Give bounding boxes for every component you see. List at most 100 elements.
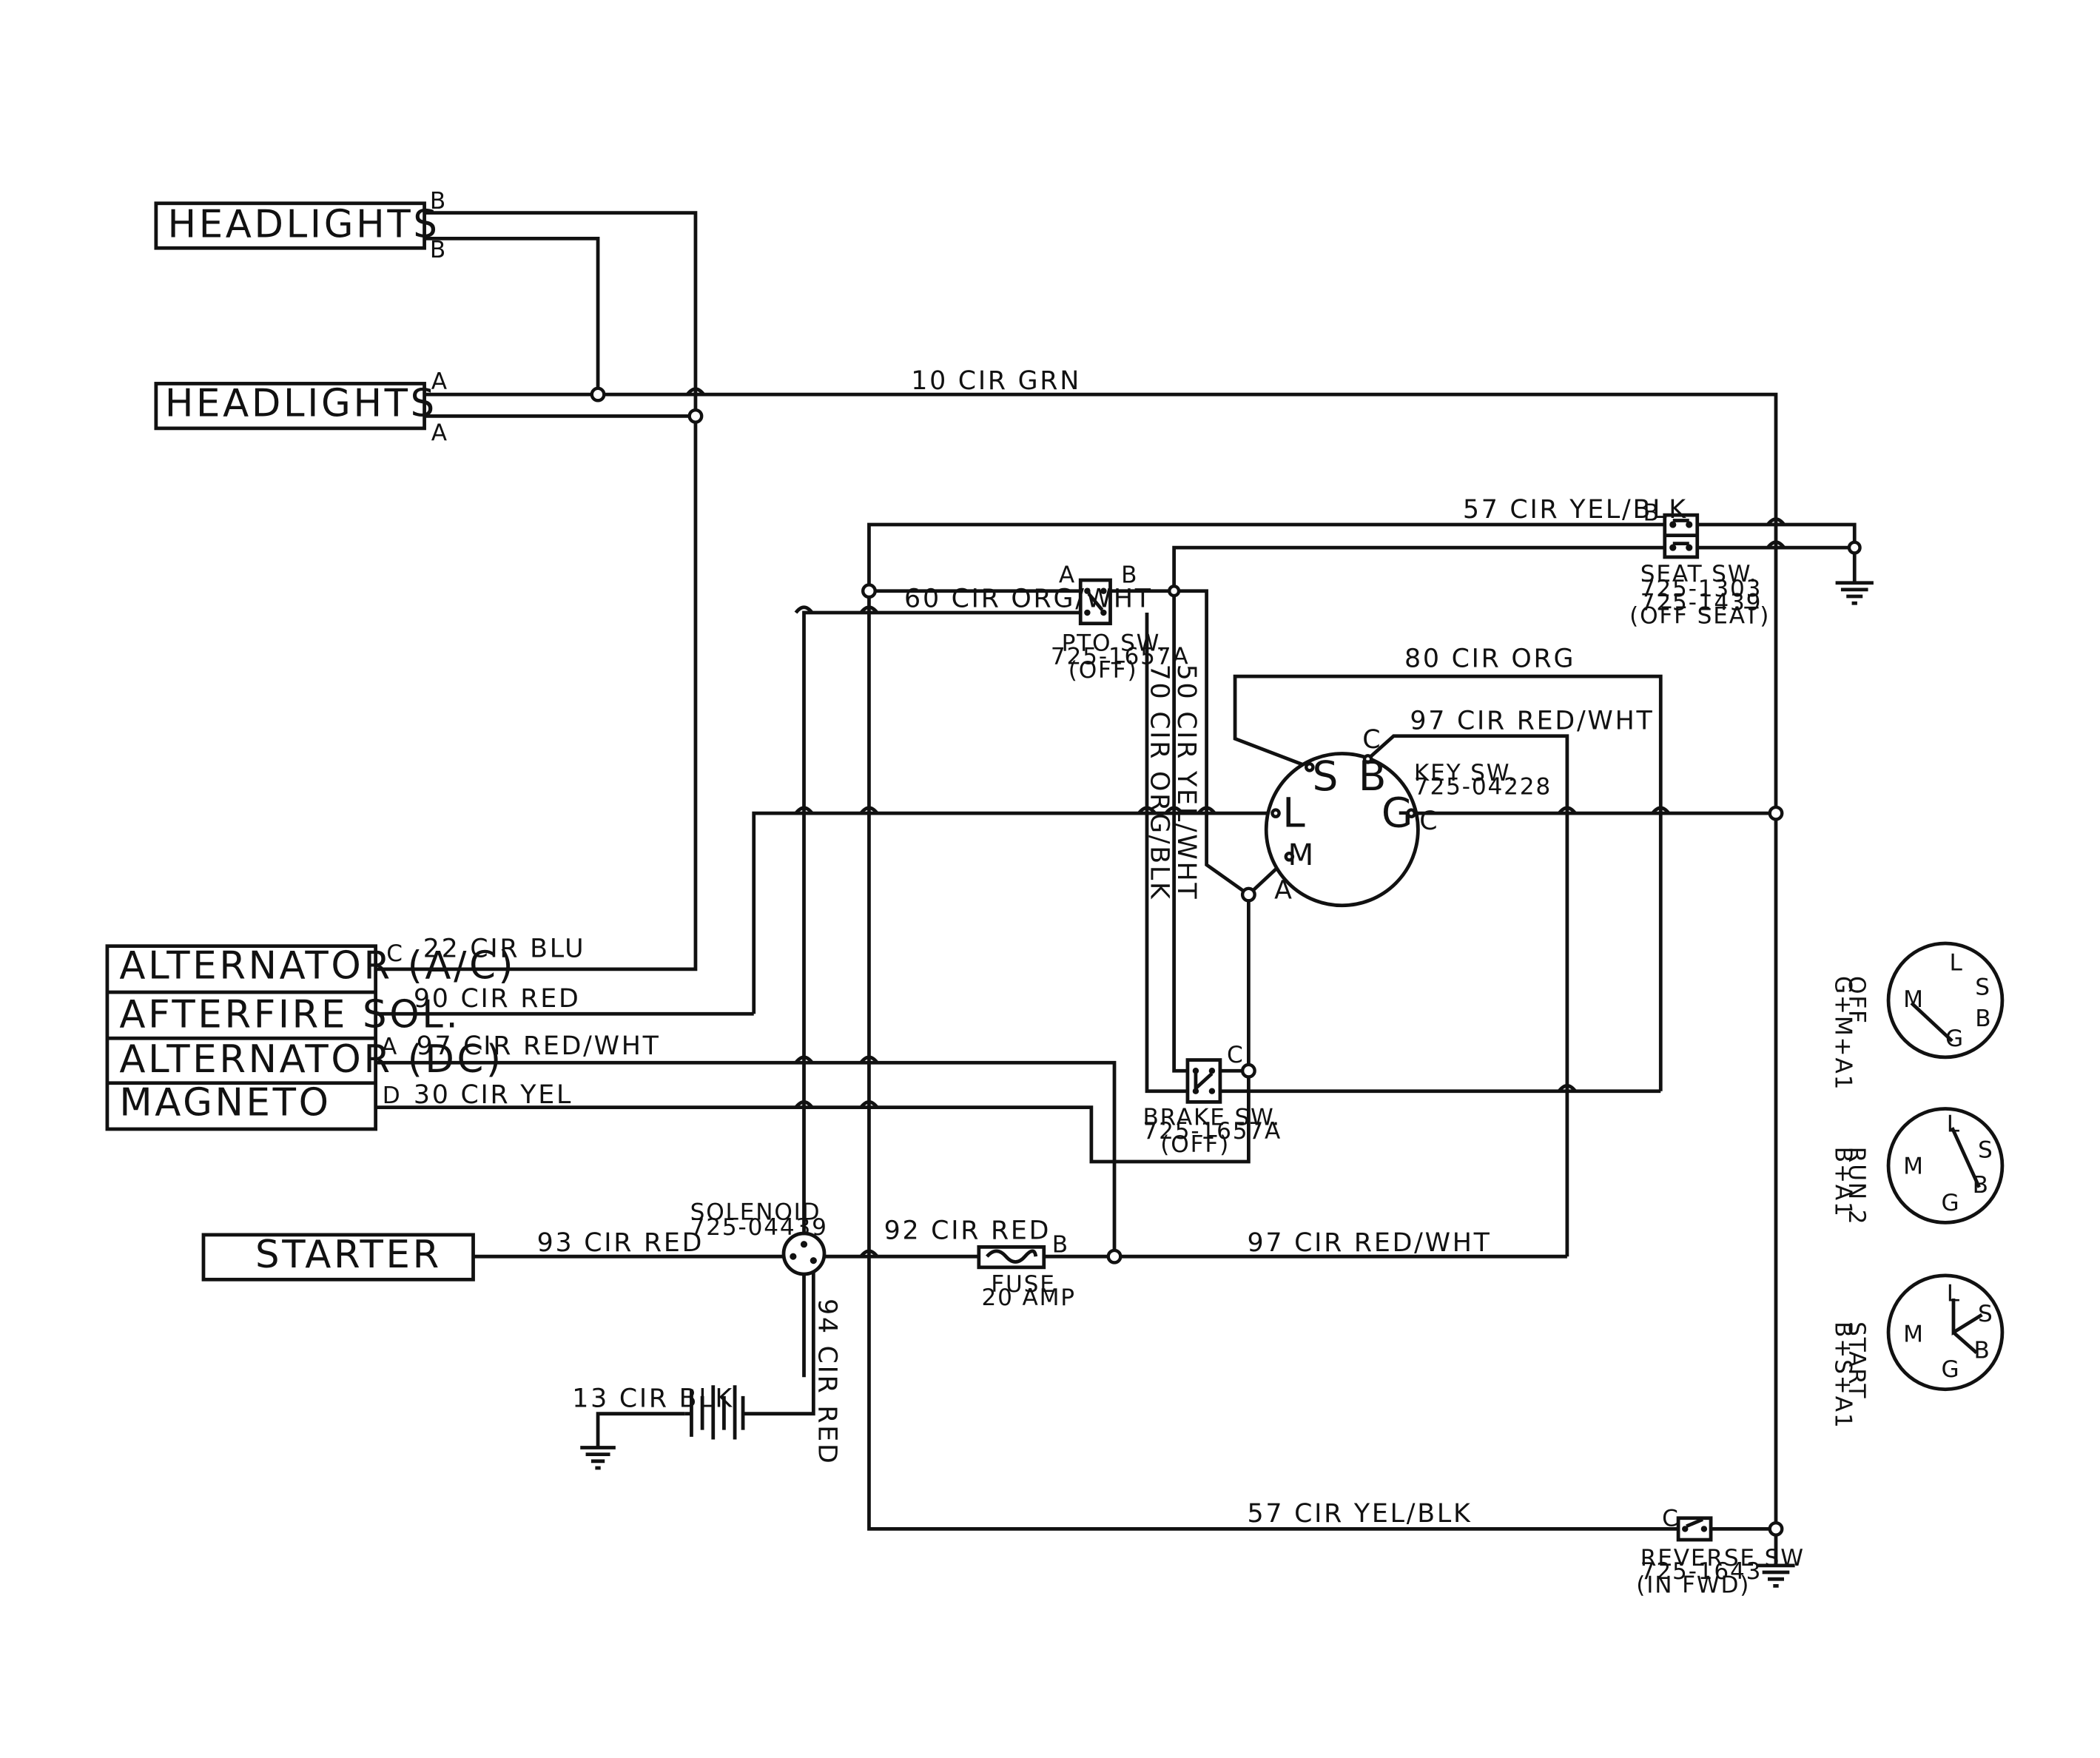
svg-text:57 CIR YEL/BLK: 57 CIR YEL/BLK xyxy=(1248,1499,1473,1529)
svg-text:B: B xyxy=(430,237,447,263)
svg-text:FUSE: FUSE xyxy=(991,1271,1055,1298)
fuse xyxy=(977,1245,1046,1270)
svg-text:725-1439: 725-1439 xyxy=(1640,589,1763,616)
svg-text:L: L xyxy=(1947,1111,1961,1138)
junction-nodes xyxy=(590,386,1862,1537)
svg-text:G: G xyxy=(1941,1190,1960,1216)
svg-text:A: A xyxy=(431,420,448,446)
ground-symbol-seat xyxy=(1835,581,1874,605)
svg-text:93 CIR RED: 93 CIR RED xyxy=(537,1228,704,1258)
starter-box: STARTER xyxy=(201,1233,475,1282)
headlights-box-1: HEADLIGHTS xyxy=(154,201,437,250)
svg-text:725-1643: 725-1643 xyxy=(1640,1558,1763,1585)
svg-text:S: S xyxy=(1978,1301,1994,1327)
svg-text:(OFF SEAT): (OFF SEAT) xyxy=(1629,603,1770,630)
ground-symbol-reverse xyxy=(1757,1563,1795,1588)
svg-text:A: A xyxy=(1274,876,1294,906)
svg-text:B+S+A1: B+S+A1 xyxy=(1830,1321,1857,1429)
svg-text:B: B xyxy=(430,188,447,215)
svg-text:92 CIR RED: 92 CIR RED xyxy=(884,1216,1051,1245)
key-position-start: START B+S+A1 M G L S B xyxy=(1830,1273,2005,1429)
svg-text:L: L xyxy=(1947,1281,1961,1307)
svg-text:A: A xyxy=(431,368,448,395)
terminal-letters: B B A A B A B C C A D B C xyxy=(381,188,1680,1532)
svg-text:S: S xyxy=(1975,974,1991,1001)
svg-text:C: C xyxy=(386,940,404,967)
svg-text:OFF: OFF xyxy=(1843,976,1870,1025)
solenoid xyxy=(781,1231,827,1276)
svg-text:M: M xyxy=(1288,838,1314,872)
svg-text:STARTER: STARTER xyxy=(255,1233,442,1277)
battery xyxy=(684,1385,745,1440)
seat-switch xyxy=(1663,513,1700,559)
headlights-box-2: HEADLIGHTS xyxy=(154,381,434,431)
svg-text:30 CIR YEL: 30 CIR YEL xyxy=(414,1080,573,1110)
svg-text:RUN 2: RUN 2 xyxy=(1843,1147,1870,1226)
key-position-off: OFF G+M+A1 M G L S B xyxy=(1830,941,2005,1091)
svg-text:S: S xyxy=(1978,1136,1994,1163)
crossovers xyxy=(686,387,1786,1258)
svg-text:BRAKE SW.: BRAKE SW. xyxy=(1142,1104,1280,1131)
svg-text:G: G xyxy=(1382,789,1413,836)
svg-text:SOLENOID: SOLENOID xyxy=(690,1199,821,1226)
svg-text:M: M xyxy=(1903,1321,1925,1348)
svg-text:REVERSE SW: REVERSE SW xyxy=(1640,1545,1805,1572)
svg-text:13 CIR BLK: 13 CIR BLK xyxy=(572,1384,734,1414)
svg-text:A: A xyxy=(1059,562,1076,589)
svg-text:B: B xyxy=(1643,499,1660,526)
svg-text:94 CIR RED: 94 CIR RED xyxy=(812,1299,842,1466)
svg-text:50 CIR YEL/WHT: 50 CIR YEL/WHT xyxy=(1171,664,1201,901)
svg-text:B: B xyxy=(1052,1232,1069,1259)
wires xyxy=(374,211,1857,1566)
svg-text:(IN FWD): (IN FWD) xyxy=(1636,1572,1750,1599)
svg-text:97 CIR RED/WHT: 97 CIR RED/WHT xyxy=(1410,707,1654,736)
svg-text:57 CIR YEL/BLK: 57 CIR YEL/BLK xyxy=(1463,495,1688,525)
svg-text:PTO SW.: PTO SW. xyxy=(1062,630,1167,656)
svg-text:B: B xyxy=(1973,1172,1990,1199)
svg-text:90 CIR RED: 90 CIR RED xyxy=(414,984,581,1014)
svg-text:22 CIR BLU: 22 CIR BLU xyxy=(423,934,586,963)
svg-text:725-04228: 725-04228 xyxy=(1414,774,1552,801)
svg-text:G+M+A1: G+M+A1 xyxy=(1830,976,1857,1091)
svg-text:97 CIR RED/WHT: 97 CIR RED/WHT xyxy=(1248,1228,1492,1258)
svg-text:L: L xyxy=(1949,950,1963,977)
key-position-run: RUN 2 B+A1 M G L S B xyxy=(1830,1107,2005,1226)
svg-text:725-1657A: 725-1657A xyxy=(1051,644,1190,670)
svg-text:725-04439: 725-04439 xyxy=(690,1214,828,1241)
svg-text:D: D xyxy=(383,1082,402,1109)
svg-text:L: L xyxy=(1282,789,1305,836)
svg-text:60 CIR ORG/WHT: 60 CIR ORG/WHT xyxy=(904,585,1153,614)
svg-text:KEY SW.: KEY SW. xyxy=(1414,760,1517,787)
svg-text:B+A1: B+A1 xyxy=(1830,1147,1857,1218)
ground-symbol-battery xyxy=(580,1446,616,1470)
svg-text:10 CIR GRN: 10 CIR GRN xyxy=(911,366,1081,396)
svg-text:97 CIR RED/WHT: 97 CIR RED/WHT xyxy=(417,1031,661,1061)
svg-text:B: B xyxy=(1975,1006,1992,1032)
svg-text:M: M xyxy=(1903,986,1925,1013)
svg-text:B: B xyxy=(1121,562,1138,589)
svg-text:M: M xyxy=(1903,1153,1925,1179)
svg-text:B: B xyxy=(1973,1338,1990,1364)
svg-text:(OFF): (OFF) xyxy=(1160,1131,1230,1158)
svg-text:G: G xyxy=(1945,1026,1965,1052)
svg-text:AFTERFIRE SOL.: AFTERFIRE SOL. xyxy=(119,993,460,1037)
svg-text:C: C xyxy=(1662,1506,1680,1532)
svg-text:MAGNETO: MAGNETO xyxy=(119,1081,331,1125)
svg-text:20 AMP: 20 AMP xyxy=(981,1284,1075,1311)
wire-labels: 10 CIR GRN 57 CIR YEL/BLK 60 CIR ORG/WHT… xyxy=(414,366,1688,1529)
svg-text:SEAT SW.: SEAT SW. xyxy=(1640,561,1758,587)
reverse-switch xyxy=(1676,1516,1713,1542)
svg-text:C: C xyxy=(1362,725,1382,755)
svg-text:S: S xyxy=(1312,752,1338,800)
svg-text:A: A xyxy=(381,1034,398,1060)
engine-connector-block: ALTERNATOR (A/C) AFTERFIRE SOL. ALTERNAT… xyxy=(105,944,516,1131)
svg-text:B: B xyxy=(1359,752,1387,800)
svg-text:70 CIR ORG/BLK: 70 CIR ORG/BLK xyxy=(1144,664,1174,901)
svg-text:ALTERNATOR (A/C): ALTERNATOR (A/C) xyxy=(119,944,516,989)
pto-switch xyxy=(1078,578,1112,626)
svg-text:START: START xyxy=(1843,1321,1870,1399)
svg-text:725-1657A: 725-1657A xyxy=(1142,1118,1282,1145)
key-switch: S B L G M C C A xyxy=(1264,725,1437,908)
brake-switch xyxy=(1185,1058,1222,1104)
